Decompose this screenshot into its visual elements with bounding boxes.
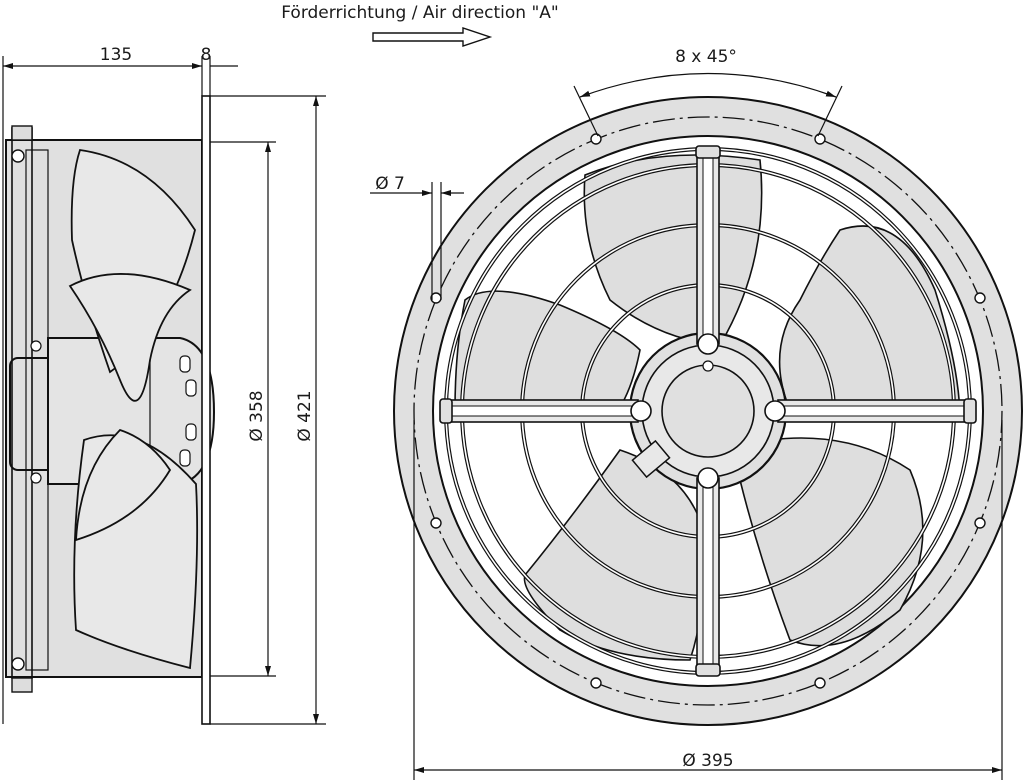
bolt-top bbox=[11, 125, 33, 163]
mounting-holes bbox=[430, 133, 986, 689]
side-view bbox=[5, 95, 216, 725]
bolt-bottom bbox=[11, 657, 33, 693]
inner-diameter-label: Ø 358 bbox=[247, 390, 267, 441]
front-dimensions bbox=[370, 72, 1003, 780]
flange-dimension-label: 8 bbox=[201, 45, 212, 65]
pitch-circle bbox=[413, 116, 1003, 706]
side-dimensions bbox=[2, 56, 326, 725]
angle-dimension-label: 8 x 45° bbox=[675, 47, 737, 67]
front-view bbox=[393, 96, 1023, 726]
depth-dimension-label: 135 bbox=[100, 45, 132, 65]
pitch-diameter-label: Ø 395 bbox=[682, 751, 733, 771]
outer-diameter-label: Ø 421 bbox=[295, 390, 315, 441]
cable-gland bbox=[631, 439, 671, 479]
air-direction-title: Förderrichtung / Air direction "A" bbox=[281, 3, 559, 23]
fan-blade-side bbox=[68, 149, 199, 670]
air-direction-arrow bbox=[372, 27, 493, 47]
hole-dimension-label: Ø 7 bbox=[375, 174, 405, 194]
flange bbox=[201, 95, 211, 725]
